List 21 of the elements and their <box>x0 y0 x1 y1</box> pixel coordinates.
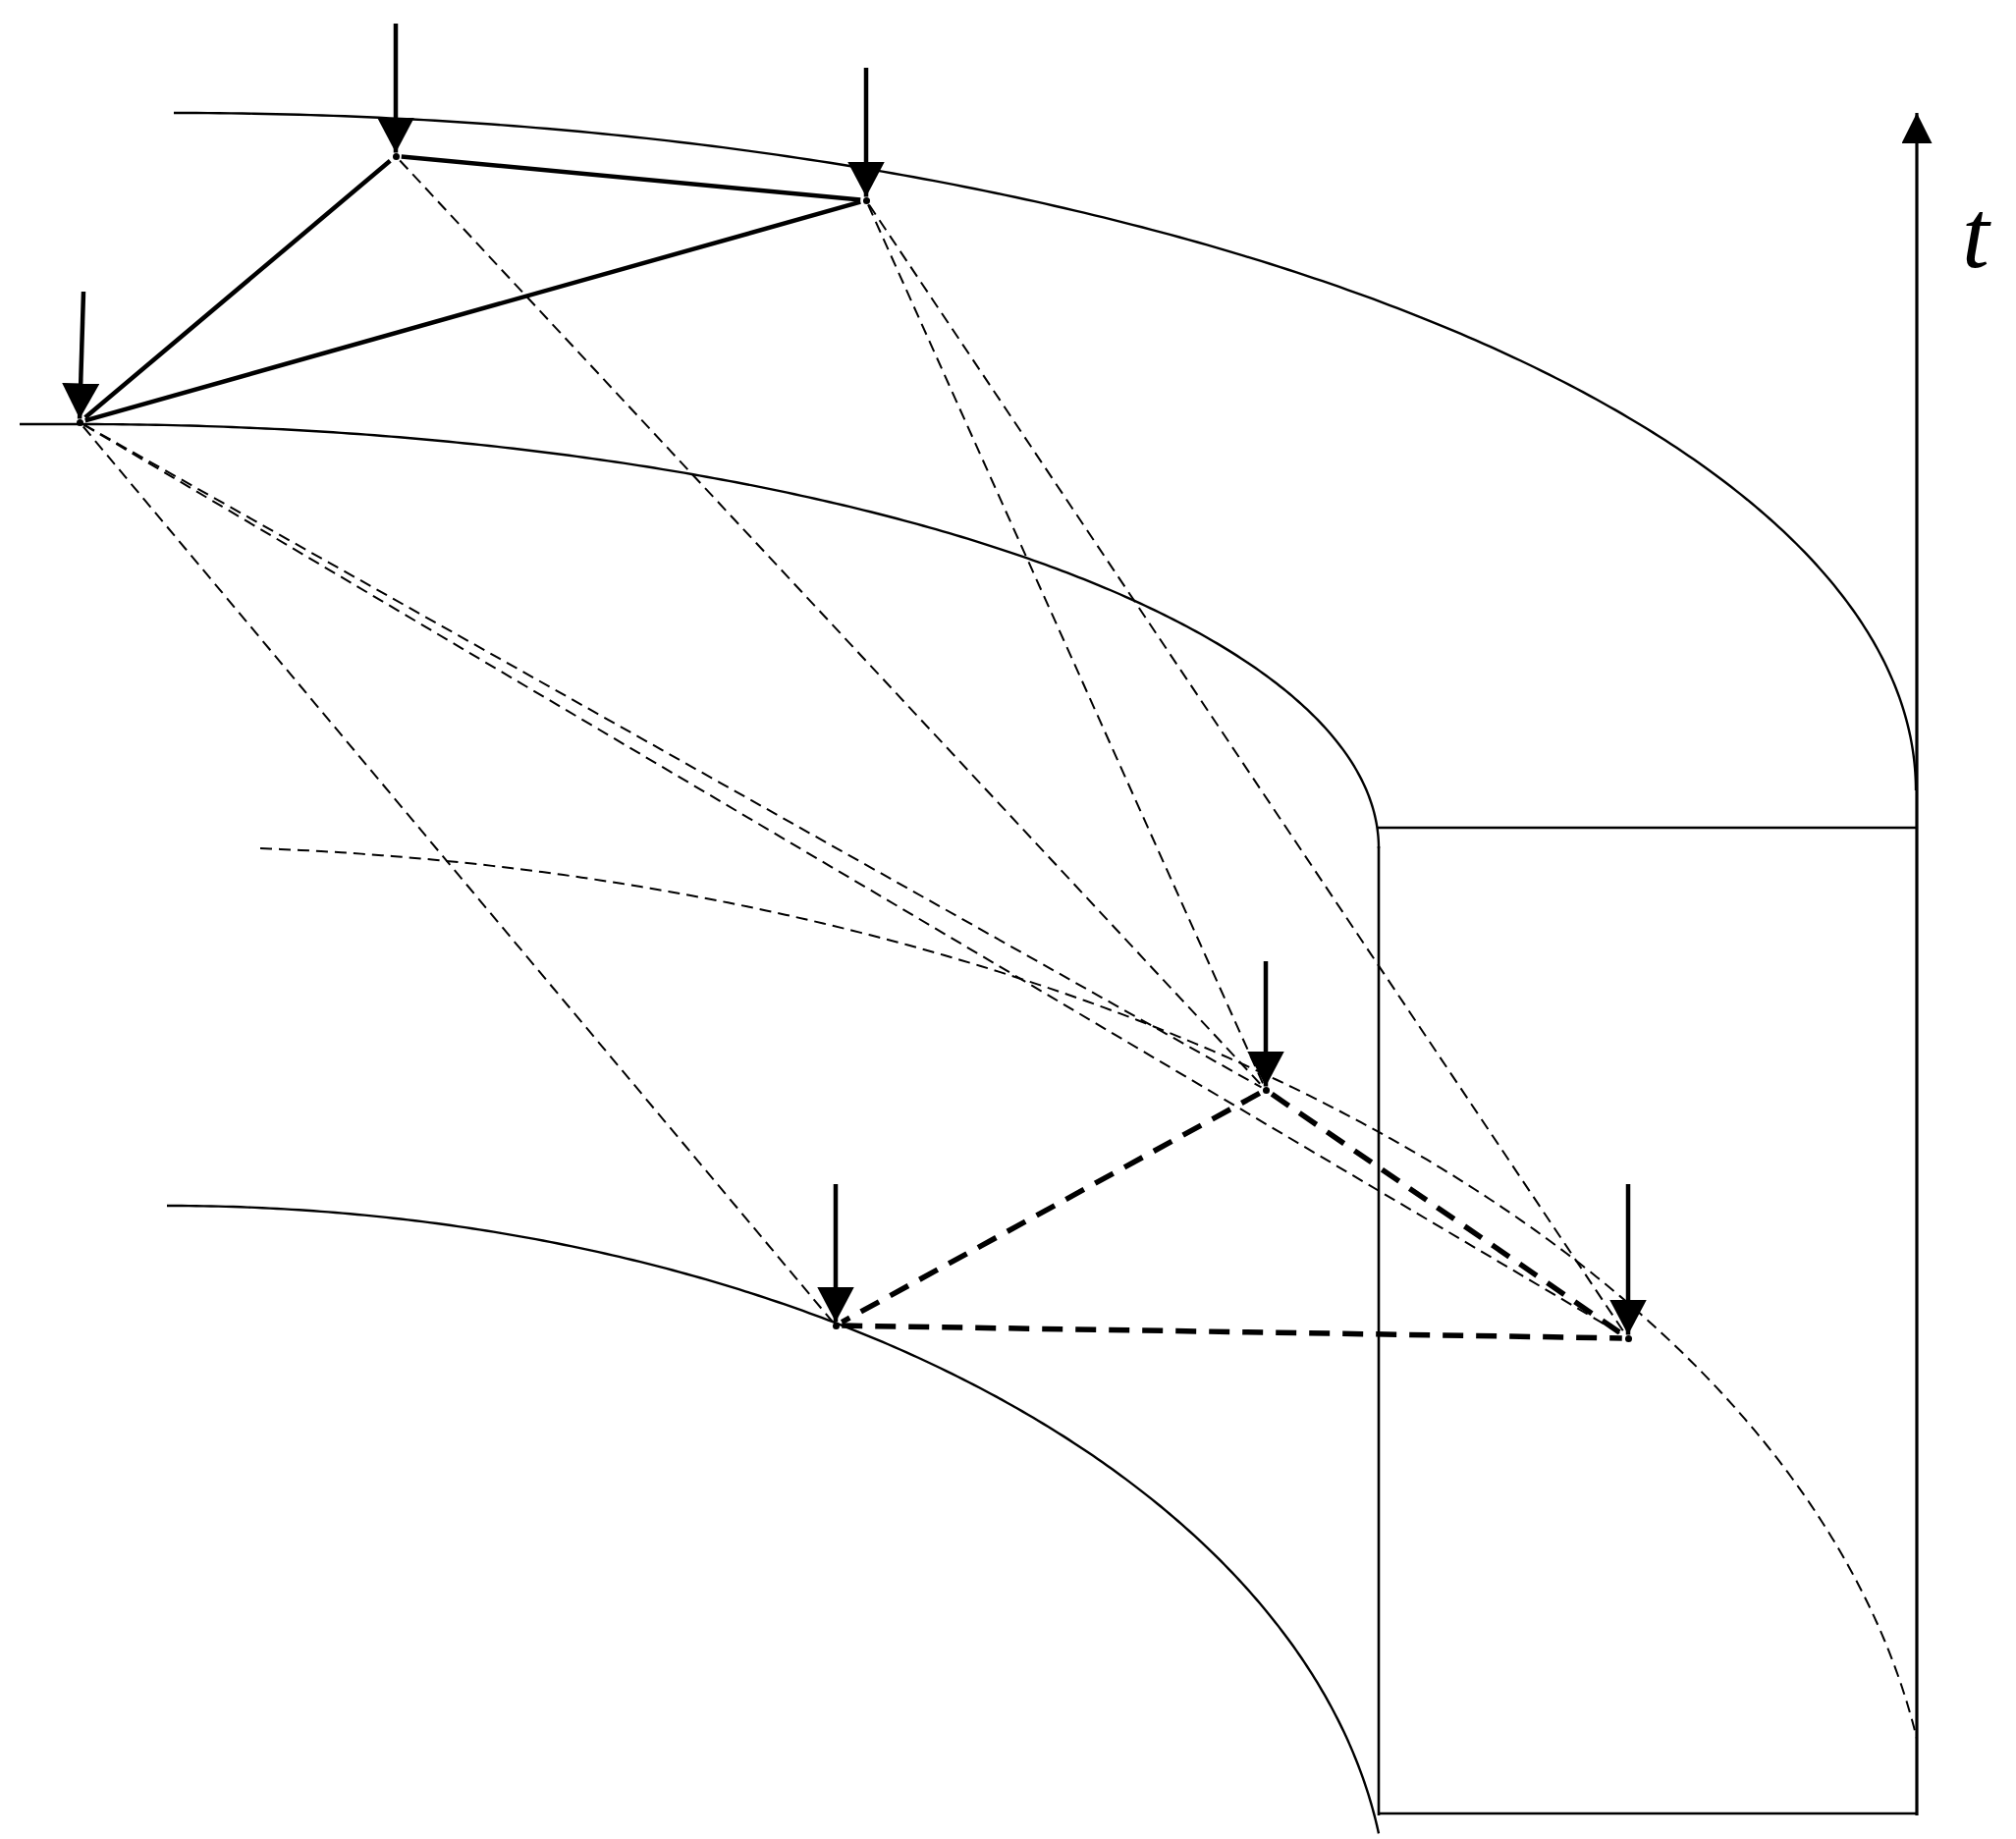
vertex-dot <box>1624 1334 1632 1342</box>
arrow <box>1609 1184 1647 1335</box>
vertex-dot <box>76 418 83 426</box>
dashed-line <box>867 203 1265 1087</box>
thick-dashed-line <box>840 1091 1262 1325</box>
vertex-dot <box>862 196 870 204</box>
arrow <box>377 24 414 153</box>
dashed-line <box>399 159 1263 1087</box>
dashed-line <box>82 425 834 1323</box>
axis-label: t <box>1962 186 1989 284</box>
thick-dashed-line <box>842 1323 1622 1341</box>
arrow <box>62 291 100 419</box>
solid-line <box>83 159 392 419</box>
arrow <box>847 68 885 197</box>
solid-line <box>84 199 861 423</box>
vertex-dot <box>1262 1086 1270 1094</box>
arrow <box>1247 961 1284 1087</box>
arrow <box>817 1184 854 1323</box>
vertex-dot <box>392 152 400 160</box>
solid-line <box>401 154 861 202</box>
vertex-dot <box>832 1322 840 1329</box>
